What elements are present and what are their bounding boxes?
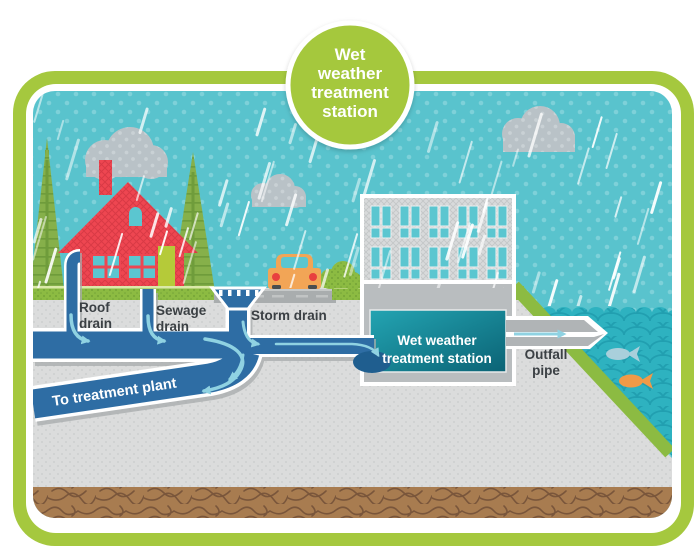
blue-fish (606, 346, 640, 362)
outfall-pipe (506, 316, 608, 349)
scene-content: Roof drain Sewage drain Storm drain To t… (33, 91, 672, 518)
title-badge: Wet weather treatment station (285, 20, 415, 150)
car-windshield (281, 257, 308, 268)
tank-inflow-arrow (274, 342, 380, 358)
house-roof (58, 182, 198, 253)
storm-drain-label: Storm drain (251, 308, 327, 323)
car-body (268, 268, 321, 289)
badge-line-2: weather (317, 64, 383, 83)
car-headlight-right (309, 273, 317, 281)
outfall-pipe-label-line1: Outfall (525, 347, 568, 362)
car (268, 254, 321, 289)
car-wheel-left (272, 285, 281, 289)
sewage-drain-label-line2: drain (156, 319, 189, 334)
tank-label-line2: treatment station (382, 351, 492, 366)
orange-fish (619, 373, 653, 389)
chimney (99, 160, 112, 195)
attic-window (129, 207, 142, 226)
storm-drain-arrow (241, 320, 261, 348)
house-window-2 (127, 254, 157, 280)
to-plant-arrow-1 (201, 337, 245, 395)
house-door (158, 246, 175, 288)
treatment-building (360, 194, 516, 286)
building-windows (370, 205, 508, 280)
badge-line-1: Wet (335, 45, 366, 64)
outfall-pipe-label-line2: pipe (532, 363, 560, 378)
badge-line-4: station (322, 102, 378, 121)
tank-label-line1: Wet weather (397, 333, 477, 348)
shore-grass (509, 281, 672, 458)
labels: Roof drain Sewage drain Storm drain To t… (51, 300, 567, 410)
roof-drain-label-line2: drain (79, 316, 112, 331)
roof-drain-arrow (69, 313, 91, 345)
flow-arrows (69, 313, 380, 395)
bush (320, 261, 362, 290)
storm-drain (208, 286, 268, 311)
cloud-right (502, 106, 575, 152)
badge-circle (285, 20, 415, 150)
tank-inflow-splash (353, 351, 391, 373)
sewer-pipes (33, 249, 376, 426)
storm-drain-grate (219, 290, 259, 296)
roof-drain-pipe (66, 251, 81, 343)
car-headlight-left (272, 273, 280, 281)
badge-line-3: treatment (311, 83, 389, 102)
roof-drain-label-line1: Roof (79, 300, 110, 315)
soil-layer (33, 487, 672, 518)
to-plant-arrow-2 (227, 353, 245, 381)
sewage-drain-label-line1: Sewage (156, 303, 207, 318)
sewage-drain-arrow (146, 314, 167, 345)
house-window-1 (91, 254, 121, 280)
car-wheel-right (308, 285, 317, 289)
